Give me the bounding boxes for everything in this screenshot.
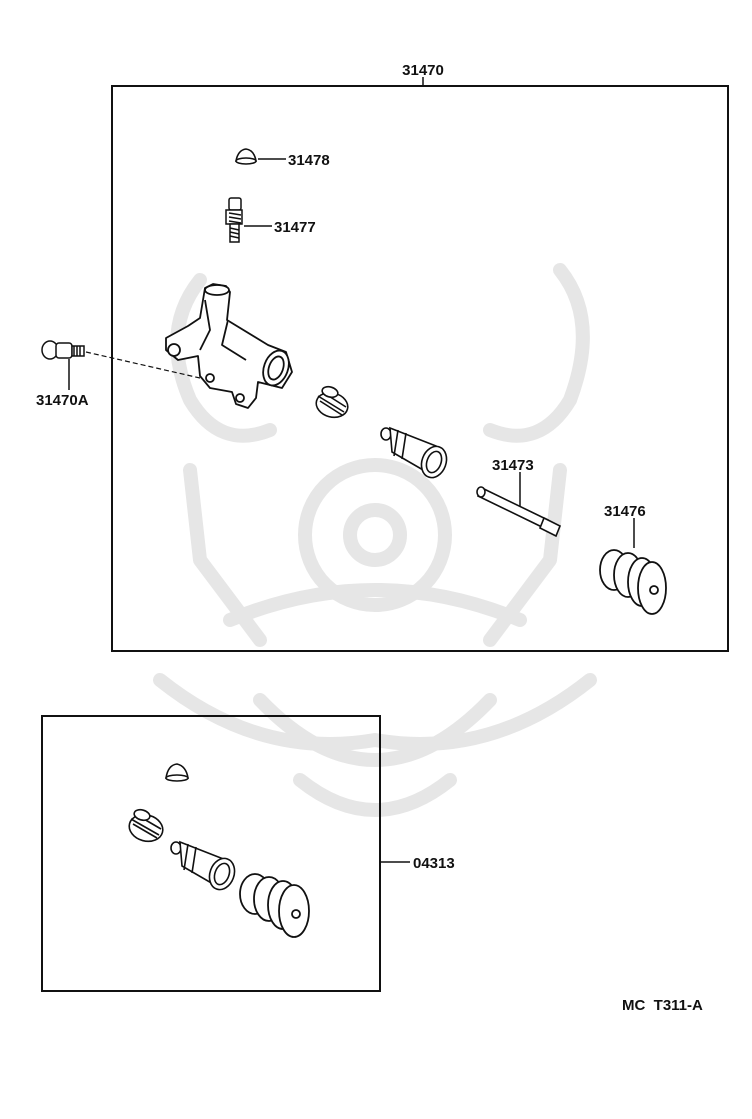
figure-code: MC T311-A bbox=[622, 997, 703, 1014]
push-rod-icon bbox=[476, 486, 562, 538]
part-31470A-label: 31470A bbox=[36, 392, 89, 409]
part-31473-label: 31473 bbox=[492, 457, 534, 474]
piston-icon bbox=[380, 426, 448, 479]
kit-piston-icon bbox=[170, 840, 236, 891]
cap-icon bbox=[235, 148, 257, 165]
kit-cup-seal-icon bbox=[128, 808, 164, 843]
kit-label: 04313 bbox=[413, 855, 455, 872]
part-31478-label: 31478 bbox=[288, 152, 330, 169]
kit-frame bbox=[41, 715, 381, 992]
cup-seal-icon bbox=[315, 385, 349, 419]
main-assembly-label: 31470 bbox=[402, 62, 444, 79]
boot-icon bbox=[599, 549, 667, 615]
bolt-icon bbox=[41, 340, 85, 360]
part-31477-label: 31477 bbox=[274, 219, 316, 236]
bolt-dashed-guide bbox=[85, 351, 201, 379]
main-assembly-frame bbox=[111, 85, 729, 652]
kit-cap-icon bbox=[165, 763, 189, 782]
part-31476-label: 31476 bbox=[604, 503, 646, 520]
bleeder-plug-icon bbox=[225, 197, 243, 243]
kit-boot-icon bbox=[239, 873, 310, 938]
cylinder-body-icon bbox=[165, 283, 293, 409]
watermark-logo bbox=[153, 263, 597, 817]
